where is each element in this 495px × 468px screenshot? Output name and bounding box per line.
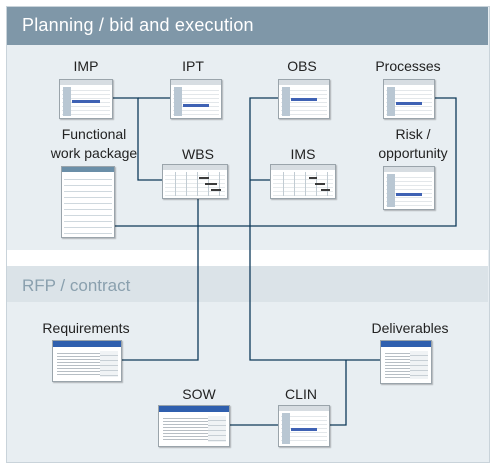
risk-opportunity-screenshot-icon [383, 166, 435, 210]
clin-label: CLIN [285, 386, 317, 402]
processes-label: Processes [375, 58, 441, 74]
ims-label: IMS [290, 146, 316, 162]
planning-section-title: Planning / bid and execution [22, 15, 254, 35]
obs-label: OBS [287, 58, 317, 74]
rfp-section-header [7, 266, 488, 302]
wbs-screenshot-icon [162, 164, 228, 199]
sow-screenshot-icon [158, 405, 230, 447]
deliverables-screenshot-icon [380, 340, 432, 384]
imp-screenshot-icon [59, 79, 113, 119]
obs-screenshot-icon [278, 79, 330, 119]
processes-screenshot-icon [383, 79, 435, 119]
wbs-label: WBS [182, 146, 214, 162]
connector-processes-risk-functional [115, 97, 457, 227]
connector-imp-ipt-wbs [112, 97, 162, 181]
functional-work-package-label-line2: work package [50, 145, 138, 161]
planning-section-header [7, 7, 488, 45]
ipt-label: IPT [182, 58, 204, 74]
risk-opportunity-label-line2: opportunity [378, 145, 448, 161]
rfp-section-title: RFP / contract [22, 276, 131, 295]
sow-label: SOW [182, 386, 216, 402]
imp-label: IMP [73, 58, 99, 74]
requirements-label: Requirements [42, 320, 130, 336]
ipt-screenshot-icon [170, 79, 222, 119]
ims-screenshot-icon [270, 164, 336, 199]
connector-wbs-requirements-sow [120, 198, 199, 361]
section-divider [7, 250, 488, 266]
connector-obs-ims-clin [249, 97, 346, 361]
deliverables-label: Deliverables [371, 320, 449, 336]
clin-screenshot-icon [278, 405, 330, 447]
requirements-screenshot-icon [52, 340, 122, 382]
functional-work-package-screenshot-icon [61, 166, 115, 238]
risk-opportunity-label-line1: Risk / [395, 126, 431, 142]
functional-work-package-label-line1: Functional [61, 126, 127, 142]
